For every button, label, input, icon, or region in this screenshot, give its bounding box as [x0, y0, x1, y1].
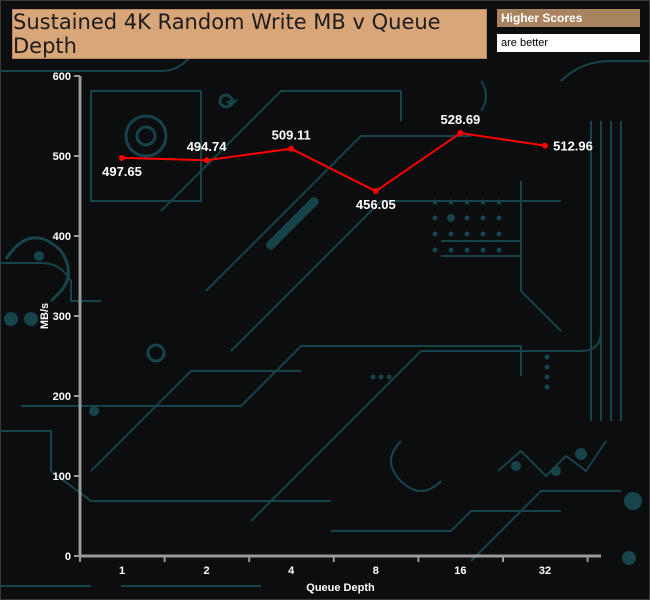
note-higher-scores: Higher Scores — [497, 9, 640, 27]
data-label: 512.96 — [553, 139, 593, 154]
x-tick-label: 8 — [373, 565, 379, 577]
x-tick-label: 16 — [454, 565, 466, 577]
y-tick-label: 200 — [53, 391, 71, 403]
series-line — [121, 132, 546, 193]
x-tick-label: 1 — [119, 565, 125, 577]
data-point — [288, 145, 295, 152]
x-tick-label: 32 — [539, 565, 551, 577]
x-tick-label: 4 — [288, 565, 295, 577]
data-points — [119, 130, 548, 195]
data-point — [457, 130, 464, 137]
axes — [78, 76, 601, 558]
y-tick-label: 0 — [65, 551, 71, 563]
data-point — [542, 142, 548, 149]
data-label: 528.69 — [441, 112, 481, 127]
y-tick-label: 400 — [53, 231, 71, 243]
x-axis-label: Queue Depth — [306, 582, 375, 594]
data-label: 494.74 — [187, 139, 228, 154]
x-tick-label: 2 — [204, 565, 210, 577]
y-tick-label: 100 — [53, 471, 71, 483]
data-label: 497.65 — [102, 164, 142, 179]
data-labels: 497.65 494.74 509.11 456.05 528.69 512.96 — [102, 112, 593, 212]
y-ticks: 0 100 200 300 400 500 600 — [53, 71, 80, 563]
note-are-better: are better — [497, 34, 640, 52]
data-point — [203, 157, 210, 164]
y-tick-label: 300 — [53, 311, 71, 323]
x-ticks: 1 2 4 8 16 32 — [79, 556, 589, 577]
y-tick-label: 600 — [53, 71, 71, 83]
data-label: 509.11 — [272, 128, 311, 143]
data-point — [372, 188, 379, 195]
data-label: 456.05 — [356, 197, 396, 212]
chart-title: Sustained 4K Random Write MB v Queue Dep… — [12, 9, 487, 59]
y-axis-label: MB/s — [39, 303, 51, 329]
data-point — [119, 154, 125, 161]
y-tick-label: 500 — [53, 151, 71, 163]
